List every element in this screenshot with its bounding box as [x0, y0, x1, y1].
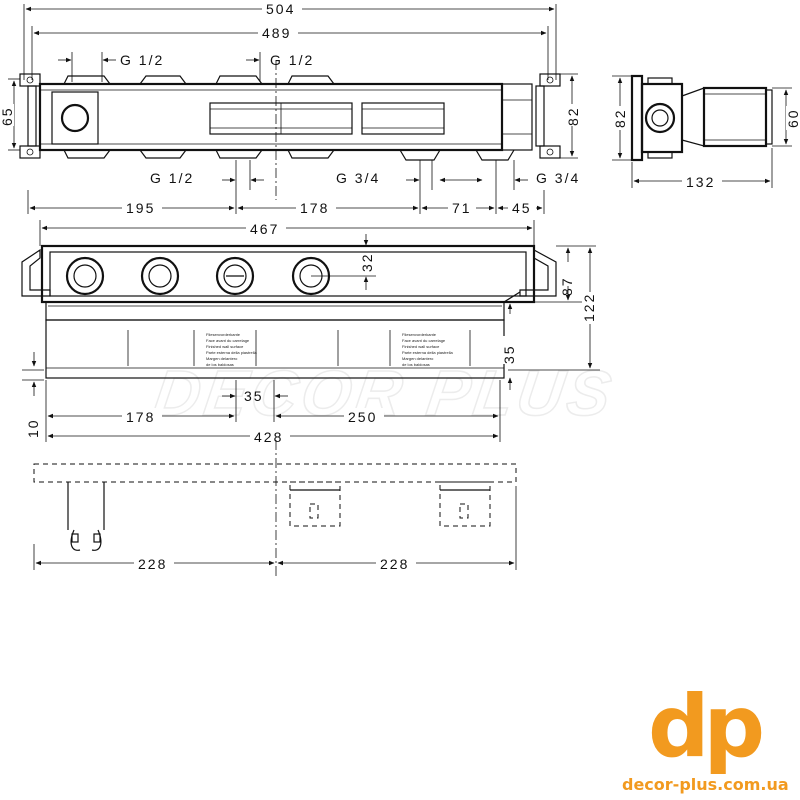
logo-letters: dp	[648, 677, 762, 777]
dim-plate-35: 35	[244, 388, 264, 404]
right-bracket	[501, 73, 561, 159]
module-slot-2	[361, 102, 445, 135]
dim-height-87: 87	[559, 276, 575, 296]
dim-side-depth: 60	[785, 108, 800, 128]
dim-offset-10: 10	[25, 418, 41, 438]
svg-text:Margen delantero: Margen delantero	[402, 356, 434, 361]
dim-bottom-right: 228	[380, 556, 409, 572]
svg-text:Finished wall surface: Finished wall surface	[206, 344, 244, 349]
dim-seg-71: 71	[452, 200, 472, 216]
inlet-nuts	[63, 75, 335, 85]
svg-text:Parte esterna della piastrella: Parte esterna della piastrella	[206, 350, 257, 355]
website-text: decor-plus.com.ua	[622, 775, 789, 794]
dim-plate-178: 178	[126, 409, 155, 425]
dim-inlet-1: G 1/2	[120, 52, 164, 68]
outlet-nuts	[63, 149, 515, 161]
svg-text:Margen delantero: Margen delantero	[206, 356, 238, 361]
side-sleeve	[702, 86, 768, 148]
dim-total-width: 504	[266, 1, 295, 17]
dim-knob-offset: 32	[359, 252, 375, 272]
svg-text:de los baldosas: de los baldosas	[402, 362, 430, 367]
dim-bottom-left: 228	[138, 556, 167, 572]
dim-seg-45: 45	[512, 200, 532, 216]
plaster-label-1: Fliesenvorderkante	[206, 332, 241, 337]
cartridge-port	[60, 103, 90, 133]
plaster-label-2: Fliesenvorderkante	[402, 332, 437, 337]
valve-body-top	[38, 82, 504, 152]
dim-height-122: 122	[581, 293, 597, 322]
dim-side-width: 132	[686, 174, 715, 190]
side-valve-body	[640, 82, 684, 154]
dim-outlet-left: G 1/2	[150, 170, 194, 186]
top-view: 504 489 G 1/2 G 1/2	[0, 0, 581, 216]
dim-left-height: 65	[0, 106, 15, 126]
dim-outlet-right: G 3/4	[536, 170, 580, 186]
dim-seg-195: 195	[126, 200, 155, 216]
dim-frame-width: 489	[262, 25, 291, 41]
dim-depth-35: 35	[501, 344, 517, 364]
dashed-module-1	[289, 481, 341, 527]
left-bracket	[19, 73, 41, 159]
svg-text:de los baldosas: de los baldosas	[206, 362, 234, 367]
mounting-box	[40, 244, 536, 304]
dim-seg-178: 178	[300, 200, 329, 216]
dim-plate-428: 428	[254, 429, 283, 445]
svg-text:Parte esterna della piastrella: Parte esterna della piastrella	[402, 350, 453, 355]
svg-text:Face avant du carrelage: Face avant du carrelage	[402, 338, 446, 343]
dim-right-height: 82	[565, 106, 581, 126]
svg-text:Finished wall surface: Finished wall surface	[402, 344, 440, 349]
svg-text:Face avant du carrelage: Face avant du carrelage	[206, 338, 250, 343]
front-view: 467 32 Fliesenvorderkante	[21, 220, 600, 445]
ports	[65, 256, 376, 296]
dashed-module-2	[439, 481, 491, 527]
dim-box-width: 467	[250, 221, 279, 237]
dim-outlet-mid: G 3/4	[336, 170, 380, 186]
dim-inlet-2: G 1/2	[270, 52, 314, 68]
side-view: 82 60 132	[612, 74, 800, 190]
bottom-view: 228 228	[33, 440, 517, 576]
dim-plate-250: 250	[348, 409, 377, 425]
dim-side-height: 82	[612, 108, 628, 128]
brand-logo: dp decor-plus.com.ua	[622, 677, 789, 794]
dashed-body	[33, 463, 517, 483]
